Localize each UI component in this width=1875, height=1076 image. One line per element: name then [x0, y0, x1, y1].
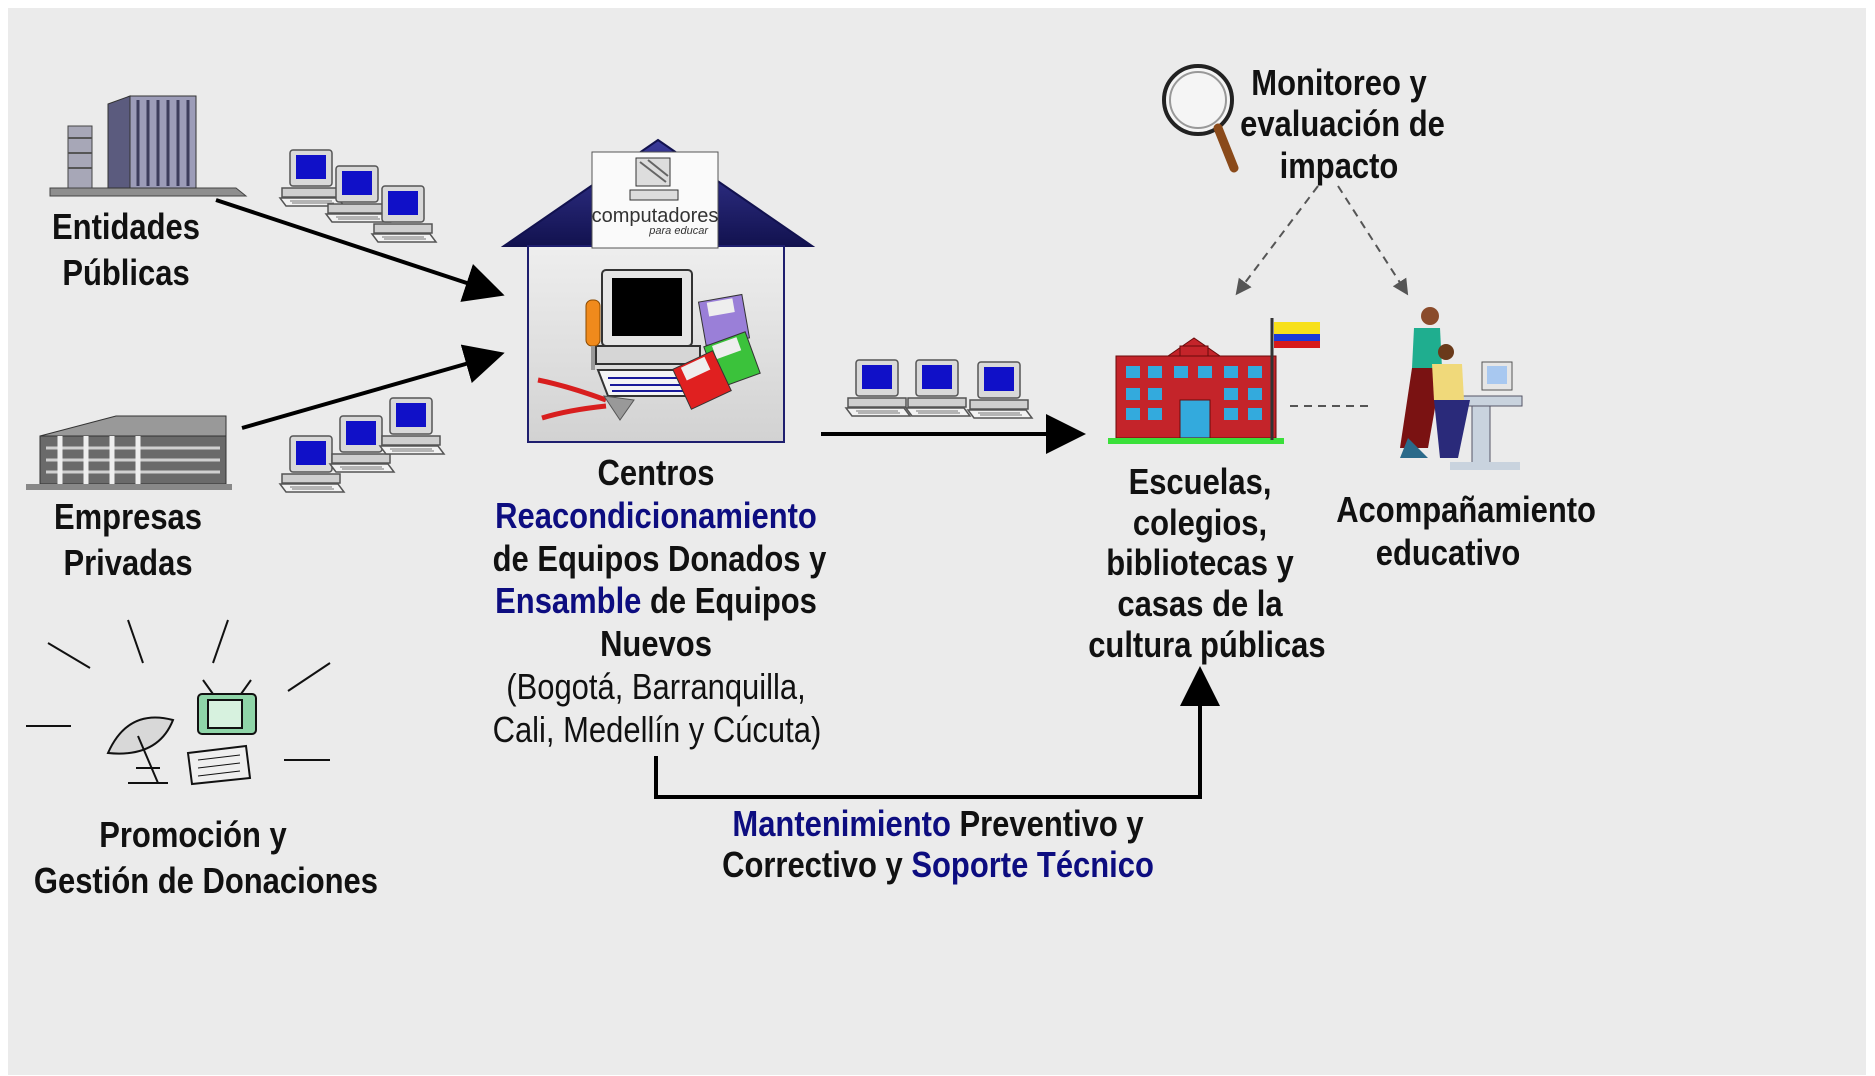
sign-subword: para educar — [649, 225, 708, 237]
maintenance-label: Mantenimiento Preventivo y Correctivo y … — [706, 803, 1170, 885]
arrow-maintenance-to-schools — [654, 666, 1220, 799]
magnifying-glass-icon — [1162, 64, 1239, 173]
arrow-public-to-center — [215, 198, 505, 302]
diagram-canvas: computadores para educar Entidades Públi… — [8, 8, 1866, 1075]
promotion-line1: Promoción y — [99, 814, 287, 855]
accompaniment-line1: Acompañamiento — [1336, 489, 1596, 530]
reconditioning-center-house-icon — [500, 138, 816, 443]
schools-line4: casas de la — [1117, 583, 1283, 625]
media-broadcast-icon — [26, 619, 331, 786]
schools-line3: bibliotecas y — [1106, 542, 1294, 584]
government-building-icon — [49, 95, 248, 197]
center-line6: (Bogotá, Barranquilla, — [506, 666, 806, 708]
private-companies-line1: Empresas — [53, 496, 203, 537]
center-line4-rest: de Equipos — [641, 580, 817, 622]
public-entities-line1: Entidades — [52, 206, 200, 247]
private-companies-label: Empresas Privadas — [42, 494, 214, 585]
dashed-arrow-monitoring-to-accompaniment — [1337, 185, 1409, 296]
tech-support-highlight: Soporte Técnico — [911, 844, 1154, 886]
arrow-private-to-center — [241, 344, 505, 430]
center-line2: Reacondicionamiento — [495, 494, 817, 536]
private-companies-line2: Privadas — [63, 541, 193, 583]
computers-to-schools-icon — [845, 359, 1033, 419]
public-entities-label: Entidades Públicas — [40, 204, 212, 295]
school-building-icon — [1108, 318, 1320, 444]
monitoring-line1: Monitoreo y — [1251, 62, 1427, 103]
dashed-arrow-monitoring-to-schools — [1235, 185, 1319, 296]
public-entities-line2: Públicas — [62, 251, 190, 293]
center-line4-highlight: Ensamble — [495, 580, 642, 622]
schools-line1: Escuelas, — [1128, 461, 1272, 502]
sign-word: computadores — [591, 205, 719, 227]
monitoring-line2: evaluación de — [1240, 103, 1445, 145]
accompaniment-line2: educativo — [1375, 532, 1521, 574]
maintenance-rest: Preventivo y — [950, 803, 1144, 844]
center-line5: Nuevos — [600, 623, 712, 665]
maintenance-highlight: Mantenimiento — [732, 803, 951, 844]
promotion-line2: Gestión de Donaciones — [33, 859, 378, 901]
center-line7: Cali, Medellín y Cúcuta) — [492, 708, 822, 750]
schools-label: Escuelas, colegios, bibliotecas y casas … — [1088, 461, 1326, 665]
monitoring-label: Monitoreo y evaluación de impacto — [1240, 62, 1445, 186]
center-line3: de Equipos Donados y — [492, 537, 827, 579]
promotion-label: Promoción y Gestión de Donaciones — [33, 812, 378, 903]
center-description: Centros Reacondicionamiento de Equipos D… — [492, 452, 827, 752]
schools-line5: cultura públicas — [1088, 623, 1326, 665]
teacher-student-icon — [1400, 307, 1523, 470]
monitoring-line3: impacto — [1279, 144, 1399, 186]
diagram-graphics — [26, 64, 1523, 799]
center-line1: Centros — [597, 452, 715, 493]
corrective-text: Correctivo y — [722, 844, 912, 886]
schools-line2: colegios, — [1132, 501, 1268, 543]
accompaniment-label: Acompañamiento educativo — [1336, 488, 1596, 574]
house-sign-label: computadores para educar — [590, 206, 720, 237]
company-building-icon — [26, 415, 232, 490]
